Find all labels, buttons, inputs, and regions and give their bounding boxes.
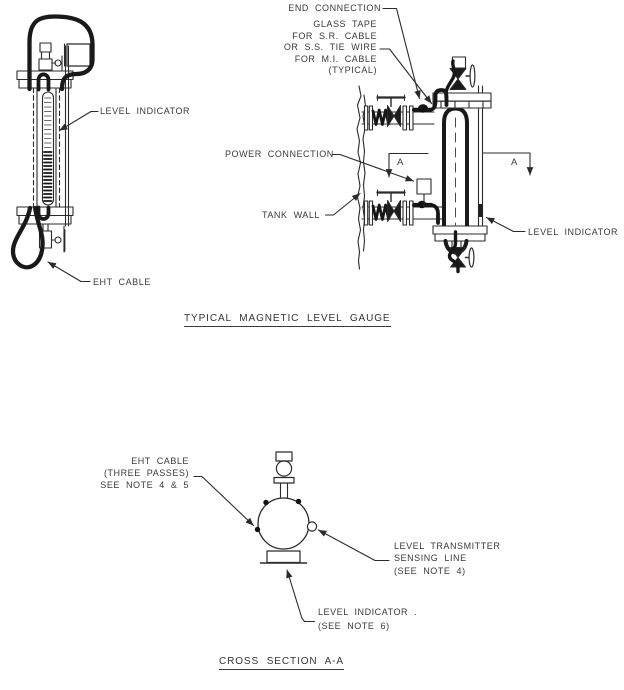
junction-box	[63, 43, 91, 67]
leader-eht-cable-left	[47, 261, 91, 283]
label-line: SEE NOTE 4 & 5	[100, 480, 189, 490]
level-indicator-strip	[477, 85, 484, 233]
leader-glass-tape	[379, 48, 433, 105]
figure-title-gauge: TYPICAL MAGNETIC LEVEL GAUGE	[184, 313, 391, 327]
label-line: LEVEL TRANSMITTER	[394, 541, 501, 551]
label-line: OR S.S. TIE WIRE	[283, 42, 377, 53]
vent-valve	[38, 42, 63, 71]
top-valve	[449, 56, 476, 90]
label-power-connection: POWER CONNECTION	[225, 149, 334, 159]
eht-cable-runs	[412, 59, 460, 274]
figure-title-cross-section: CROSS SECTION A-A	[219, 656, 344, 670]
label-tank-wall: TANK WALL	[262, 210, 320, 220]
leader-power-connection	[331, 153, 415, 182]
leader-level-indicator-right	[485, 216, 526, 233]
left-gauge-drawing	[10, 14, 99, 283]
indicator-housing	[266, 550, 301, 564]
label-glass-tape: GLASS TAPE FOR S.R. CABLE OR S.S. TIE WI…	[284, 19, 377, 77]
label-line: GLASS TAPE	[313, 19, 377, 29]
right-gauge-drawing	[324, 7, 534, 274]
leader-level-indicator-xs	[286, 569, 316, 623]
label-line: (SEE NOTE 4)	[394, 565, 466, 576]
label-line: LEVEL INDICATOR .	[318, 607, 418, 617]
lower-valve-handwheel	[376, 189, 406, 203]
section-line-right	[482, 152, 534, 176]
label-level-indicator-xs: LEVEL INDICATOR . (SEE NOTE 6)	[318, 606, 417, 633]
cross-section-drawing	[193, 451, 390, 623]
drain-valve-left	[38, 223, 66, 252]
label-level-indicator-left: LEVEL INDICATOR	[100, 106, 191, 116]
top-fitting	[273, 451, 295, 500]
label-transmitter-sensing: LEVEL TRANSMITTER SENSING LINE (SEE NOTE…	[394, 540, 500, 577]
leader-eht-cable-xs	[193, 475, 255, 527]
label-line: EHT CABLE	[131, 456, 189, 466]
label-level-indicator-right: LEVEL INDICATOR	[528, 227, 619, 237]
label-eht-cable-xs: EHT CABLE (THREE PASSES) SEE NOTE 4 & 5	[100, 455, 189, 491]
label-line: FOR M.I. CABLE	[294, 53, 377, 64]
label-line: (THREE PASSES)	[103, 468, 189, 478]
section-marker-a-right: A	[511, 157, 518, 168]
tank-wall-line	[356, 85, 367, 270]
label-line: (TYPICAL)	[328, 65, 377, 76]
indicator-scale	[41, 91, 55, 206]
leader-end-connection	[382, 7, 421, 100]
label-end-connection: END CONNECTION	[288, 3, 381, 13]
label-line: (SEE NOTE 6)	[318, 620, 390, 631]
section-marker-a-left: A	[397, 157, 404, 168]
figure-title-text: TYPICAL MAGNETIC LEVEL GAUGE	[184, 313, 391, 327]
figure-title-text: CROSS SECTION A-A	[219, 656, 344, 670]
section-line-left	[385, 152, 429, 178]
label-line: SENSING LINE	[394, 553, 467, 564]
eht-cable-dots	[254, 498, 302, 533]
leader-tank-wall	[324, 192, 361, 216]
label-line: FOR S.R. CABLE	[292, 30, 377, 41]
chamber-section-circle	[257, 497, 310, 550]
eht-cable-path	[10, 14, 95, 270]
leader-level-indicator-left	[58, 110, 99, 132]
label-eht-cable-left: EHT CABLE	[93, 277, 151, 287]
leader-sensing-line	[317, 529, 390, 562]
upper-valve-handwheel	[376, 94, 406, 108]
power-connection-box	[416, 178, 432, 208]
sensing-line-circle	[306, 521, 318, 532]
